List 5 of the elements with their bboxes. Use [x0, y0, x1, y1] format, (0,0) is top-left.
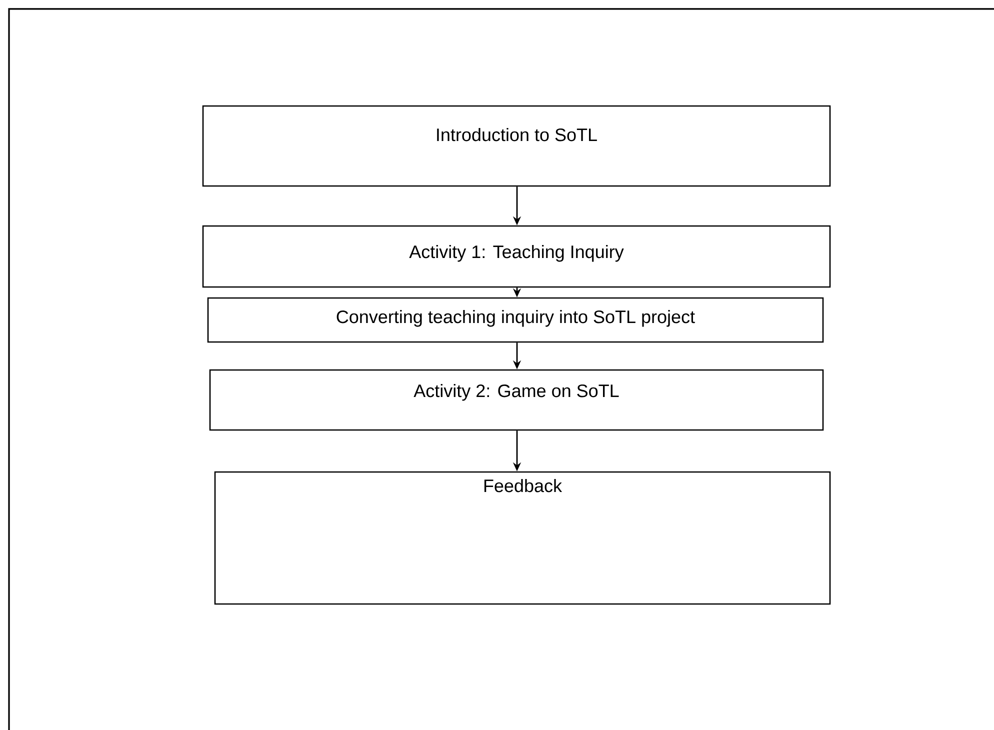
- process-box: Converting teaching inquiry into SoTL project: [207, 297, 824, 343]
- process-box: Introduction to SoTL: [202, 105, 831, 187]
- process-box: Feedback: [214, 471, 831, 605]
- process-box: Activity 2: Game on SoTL: [209, 369, 824, 431]
- process-box: Activity 1: Teaching Inquiry: [202, 225, 831, 288]
